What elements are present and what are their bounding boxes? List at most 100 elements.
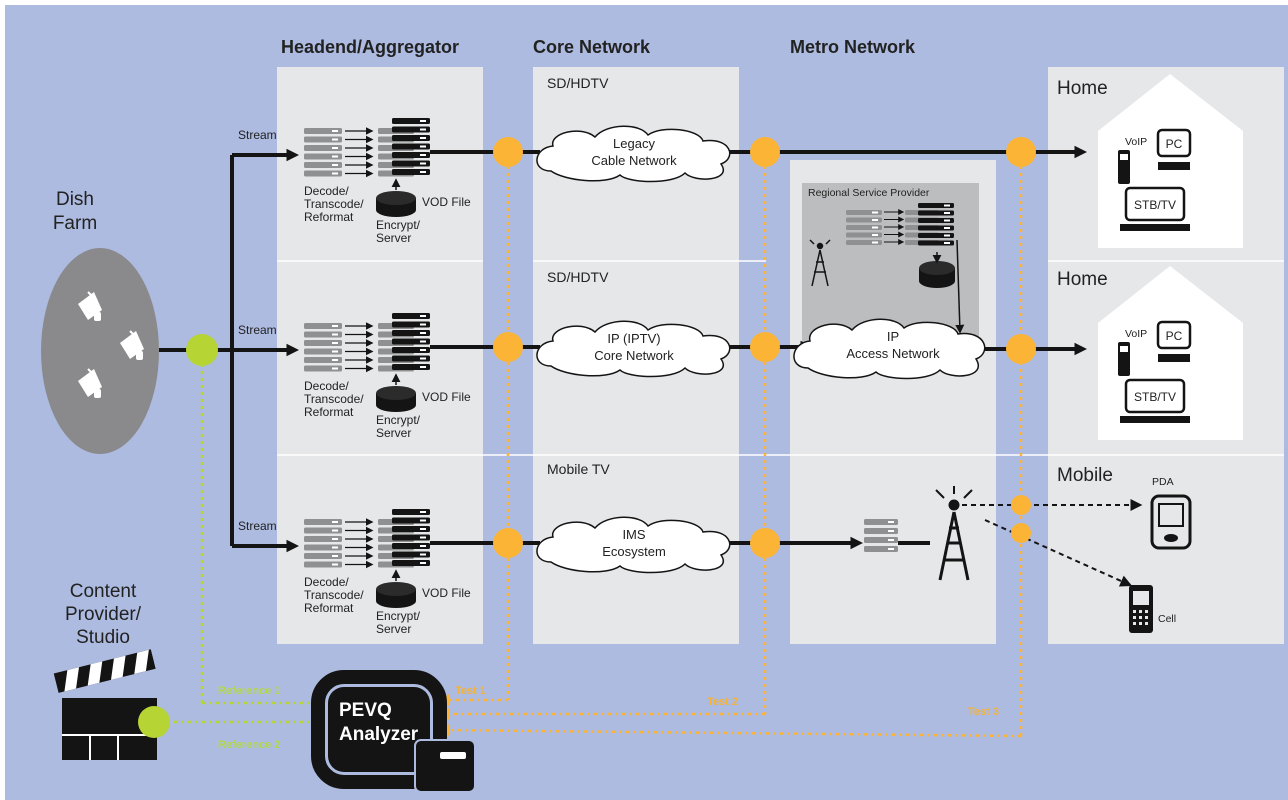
encrypt-label: Server: [376, 622, 411, 636]
pda-label: PDA: [1152, 476, 1174, 488]
content-provider-label-3: Studio: [76, 627, 130, 648]
decode-label: Reformat: [304, 601, 354, 615]
vod-label: VOD File: [422, 390, 471, 404]
encrypt-label: Server: [376, 426, 411, 440]
cloud-label: IMS: [622, 527, 645, 542]
test-points: [493, 137, 1036, 558]
headend-group: StreamDecode/Transcode/ReformatEncrypt/S…: [238, 118, 471, 245]
server-stack-icon: [392, 313, 430, 370]
decode-label: Transcode/: [304, 392, 364, 406]
endpoint-label-mobile: Mobile: [1057, 465, 1113, 486]
pc-label: PC: [1166, 137, 1183, 151]
header-metro: Metro Network: [790, 37, 916, 57]
encrypt-label: Encrypt/: [376, 218, 421, 232]
decode-label: Transcode/: [304, 197, 364, 211]
satellite-dish-icon: [78, 368, 102, 398]
reference-point-studio: [138, 706, 170, 738]
satellite-dish-icon: [120, 330, 144, 360]
server-stack-icon: [304, 128, 342, 177]
reference-point-dish: [186, 334, 218, 366]
cell-phone-icon: [1129, 585, 1153, 633]
cloud-label: Ecosystem: [602, 544, 666, 559]
content-provider-label-1: Content: [70, 581, 137, 602]
transcode-arrows: [345, 127, 374, 178]
analyzer-label-2: Analyzer: [339, 724, 419, 745]
stream-label: Stream: [238, 323, 277, 337]
decode-label: Reformat: [304, 405, 354, 419]
test-point: [493, 332, 523, 362]
core-cloud: IP (IPTV)Core Network: [536, 320, 731, 378]
pc-icon: [1156, 128, 1192, 158]
pc-label: PC: [1166, 329, 1183, 343]
regional-provider-label: Regional Service Provider: [808, 187, 930, 199]
decode-label: Decode/: [304, 379, 349, 393]
decode-label: Reformat: [304, 210, 354, 224]
server-stack-icon: [392, 509, 430, 566]
regional-equipment: [809, 203, 965, 334]
test-point: [1011, 523, 1031, 543]
decode-label: Decode/: [304, 575, 349, 589]
access-cloud-label: Access Network: [846, 346, 940, 361]
encrypt-label: Encrypt/: [376, 609, 421, 623]
headend-group: StreamDecode/Transcode/ReformatEncrypt/S…: [238, 509, 471, 636]
analyzer-label-1: PEVQ: [339, 700, 392, 721]
content-provider-label-2: Provider/: [65, 604, 142, 625]
decode-label: Transcode/: [304, 588, 364, 602]
test-point: [493, 528, 523, 558]
pevq-analyzer[interactable]: PEVQ Analyzer: [311, 670, 476, 793]
server-stack-icon: [864, 519, 898, 552]
reference-label-2: Reference 2: [218, 739, 280, 751]
pda-icon: [1150, 494, 1192, 550]
core-label-row-1: SD/HDTV: [547, 75, 609, 91]
dish-farm-label-1: Dish: [56, 189, 94, 210]
transcode-arrows: [345, 322, 374, 373]
stream-label: Stream: [238, 519, 277, 533]
pc-icon: [1156, 320, 1192, 350]
test-point: [1006, 334, 1036, 364]
distribution-lines: [159, 148, 300, 553]
encrypt-label: Encrypt/: [376, 413, 421, 427]
endpoint-label-home-1: Home: [1057, 78, 1108, 99]
cloud-label: Legacy: [613, 136, 655, 151]
dish-farm-ellipse: [41, 248, 159, 454]
headend-group: StreamDecode/Transcode/ReformatEncrypt/S…: [238, 313, 471, 440]
cloud-label: Core Network: [594, 348, 674, 363]
test-point: [1011, 495, 1031, 515]
cell-label: Cell: [1158, 613, 1176, 625]
stb-label: STB/TV: [1134, 390, 1176, 404]
decode-label: Decode/: [304, 184, 349, 198]
vod-label: VOD File: [422, 586, 471, 600]
vod-label: VOD File: [422, 195, 471, 209]
regional-tower-icon: [809, 239, 831, 287]
test-label-3: Test 3: [968, 706, 999, 718]
voip-label: VoIP: [1125, 136, 1147, 148]
test-point: [750, 137, 780, 167]
test-point: [750, 528, 780, 558]
voip-label: VoIP: [1125, 328, 1147, 340]
test-lines: [437, 152, 1023, 738]
home-icon: VoIP PC STB/TV: [1098, 266, 1243, 440]
stream-label: Stream: [238, 128, 277, 142]
test-label-2: Test 2: [707, 696, 738, 708]
test-point: [493, 137, 523, 167]
server-stack-icon: [392, 118, 430, 175]
server-stack-icon: [304, 519, 342, 568]
transcode-arrows: [345, 518, 374, 569]
clapperboard-icon: [53, 649, 170, 760]
server-stack-icon: [304, 323, 342, 372]
test-point: [1006, 137, 1036, 167]
core-label-row-3: Mobile TV: [547, 461, 610, 477]
stb-tv-icon: [1124, 186, 1186, 222]
endpoint-label-home-2: Home: [1057, 269, 1108, 290]
encrypt-label: Server: [376, 231, 411, 245]
access-cloud-label: IP: [887, 329, 899, 344]
server-stack-icon: [918, 203, 954, 246]
headend-equipment: StreamDecode/Transcode/ReformatEncrypt/S…: [238, 118, 471, 636]
core-label-row-2: SD/HDTV: [547, 269, 609, 285]
core-cloud: IMS Ecosystem: [536, 516, 731, 574]
